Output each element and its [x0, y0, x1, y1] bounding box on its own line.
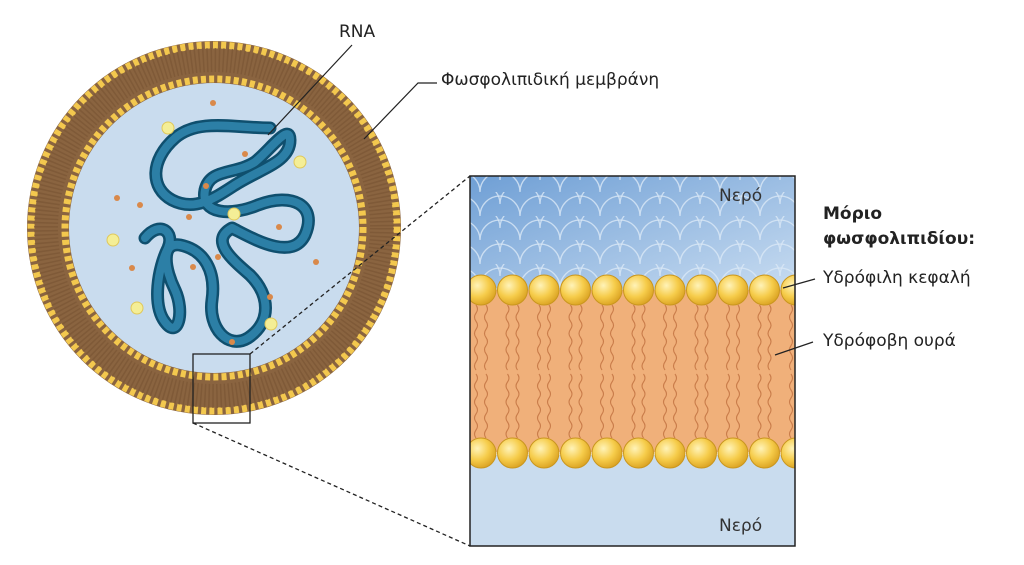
phospholipid-head — [749, 274, 780, 306]
rna-label: RNA — [339, 22, 376, 42]
phospholipid-head — [623, 274, 654, 306]
lipid-tail — [473, 373, 479, 439]
zoom-line-top — [249, 175, 471, 355]
lipid-tail — [631, 304, 636, 371]
water-bottom-label: Νερό — [719, 516, 763, 536]
phospholipid-head — [780, 274, 795, 306]
outer-head-ring — [27, 41, 401, 415]
lipid-tail — [641, 373, 646, 439]
phospholipid-head — [560, 437, 591, 469]
lipid-tail — [788, 373, 794, 439]
lipid-tail — [578, 304, 583, 371]
lipid-tail — [704, 304, 709, 371]
phospholipid-head — [717, 274, 749, 306]
lipid-tail — [757, 373, 762, 439]
lipid-tail — [536, 373, 542, 439]
lipid-tail — [473, 304, 479, 371]
rna-strand-highlight — [141, 121, 313, 346]
phospholipid-head — [686, 274, 717, 306]
phospholipid-head — [623, 437, 654, 469]
lipid-tail — [725, 373, 731, 439]
molecule-title-line2: φωσφολιπιδίου: — [823, 229, 976, 249]
lipid-tail — [662, 304, 668, 371]
lipid-tail — [483, 373, 489, 439]
phospholipid-head — [749, 437, 780, 469]
lipid-tail — [536, 304, 542, 371]
water-top-label: Νερό — [719, 186, 763, 206]
lipid-tail — [599, 373, 605, 439]
yellow-molecules — [106, 121, 307, 331]
lipid-tail — [704, 373, 709, 439]
head-label: Υδρόφιλη κεφαλή — [823, 268, 971, 288]
rna-leader — [267, 44, 353, 136]
lipid-tail — [735, 373, 741, 439]
lipid-tail — [609, 304, 615, 371]
lipid-tail — [672, 304, 678, 371]
lipid-tail — [767, 373, 772, 439]
lipid-tail — [515, 304, 520, 371]
lipid-tail — [672, 373, 678, 439]
phospholipid-head — [497, 437, 528, 469]
detail-frame — [469, 175, 796, 547]
lipid-tail — [505, 304, 510, 371]
lipid-tail — [599, 304, 605, 371]
lipid-tail — [757, 304, 762, 371]
phospholipid-head — [654, 274, 686, 306]
water-top-scales — [470, 176, 795, 291]
phospholipid-head — [591, 437, 623, 469]
membrane-leader — [363, 82, 437, 140]
lipid-tail — [546, 304, 552, 371]
lipid-tail — [568, 373, 573, 439]
lipid-tail — [546, 373, 552, 439]
lipid-tail — [568, 304, 573, 371]
bilayer-detail — [470, 176, 803, 546]
phospholipid-head — [591, 274, 623, 306]
tail-lines — [473, 304, 803, 439]
head-leader — [782, 278, 816, 289]
phospholipid-head — [780, 437, 795, 469]
lipid-tail — [725, 304, 731, 371]
liposome — [27, 41, 401, 424]
lipid-tail — [505, 373, 510, 439]
membrane-label: Φωσφολιπιδική μεμβράνη — [441, 70, 660, 90]
lipid-tail — [800, 305, 803, 370]
lipid-tail — [483, 304, 489, 371]
phospholipid-head — [717, 437, 749, 469]
lipid-tail — [662, 373, 668, 439]
phospholipid-head — [528, 437, 560, 469]
lipid-tail — [767, 304, 772, 371]
lipid-tail — [800, 374, 803, 438]
phospholipid-head — [528, 274, 560, 306]
phospholipid-head — [470, 437, 497, 469]
lipid-tail — [641, 304, 646, 371]
lipid-tail — [788, 304, 794, 371]
phospholipid-head — [560, 274, 591, 306]
tail-label: Υδρόφοβη ουρά — [823, 331, 956, 351]
lipid-tail — [694, 304, 699, 371]
water-bottom — [470, 455, 795, 546]
lipid-tail — [578, 373, 583, 439]
phospholipid-head — [654, 437, 686, 469]
top-head-row — [470, 274, 795, 306]
inner-head-ring — [61, 75, 367, 381]
molecule-title-line1: Μόριο — [823, 204, 883, 224]
membrane-core — [34, 48, 394, 408]
lipid-tail — [735, 304, 741, 371]
phospholipid-head — [497, 274, 528, 306]
lipid-tail — [515, 373, 520, 439]
tail-leader — [774, 341, 814, 356]
bottom-head-row — [470, 437, 795, 469]
zoom-line-bottom — [192, 422, 471, 547]
lipid-tail — [631, 373, 636, 439]
phospholipid-head — [470, 274, 497, 306]
phospholipid-head — [686, 437, 717, 469]
lipid-tail — [694, 373, 699, 439]
zoom-box — [192, 353, 251, 424]
lipid-tail — [609, 373, 615, 439]
orange-molecules — [114, 100, 319, 345]
